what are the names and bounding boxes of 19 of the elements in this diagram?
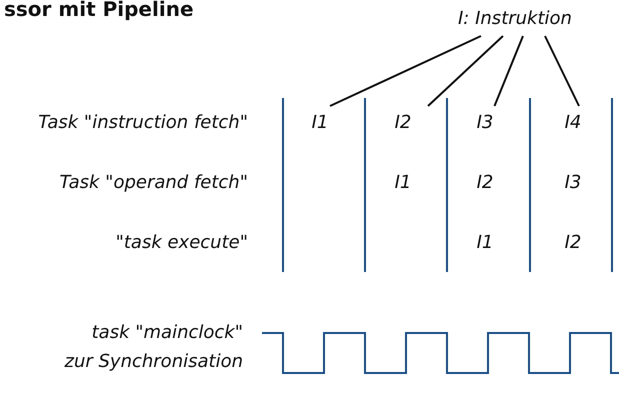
instruction-label: I3 bbox=[564, 172, 582, 194]
leader-line bbox=[494, 36, 524, 106]
instruction-label: I1 bbox=[394, 172, 412, 194]
callout-text: I: Instruktion bbox=[458, 8, 572, 30]
instruction-label: I4 bbox=[553, 112, 593, 134]
leader-line bbox=[544, 36, 580, 106]
title: ssor mit Pipeline bbox=[4, 0, 194, 20]
leader-line bbox=[427, 35, 504, 107]
row-label: "task execute" bbox=[114, 232, 248, 254]
clock-label: task "mainclock" zur Synchronisation bbox=[64, 321, 243, 374]
instruction-label: I3 bbox=[465, 112, 505, 134]
instruction-label: I2 bbox=[564, 232, 582, 254]
instruction-label: I2 bbox=[476, 172, 494, 194]
instruction-label: I2 bbox=[383, 112, 423, 134]
instruction-label: I1 bbox=[300, 112, 340, 134]
row-label: Task "operand fetch" bbox=[58, 172, 248, 194]
leader-line bbox=[330, 35, 482, 107]
instruction-label: I1 bbox=[476, 232, 494, 254]
row-label: Task "instruction fetch" bbox=[37, 112, 248, 134]
